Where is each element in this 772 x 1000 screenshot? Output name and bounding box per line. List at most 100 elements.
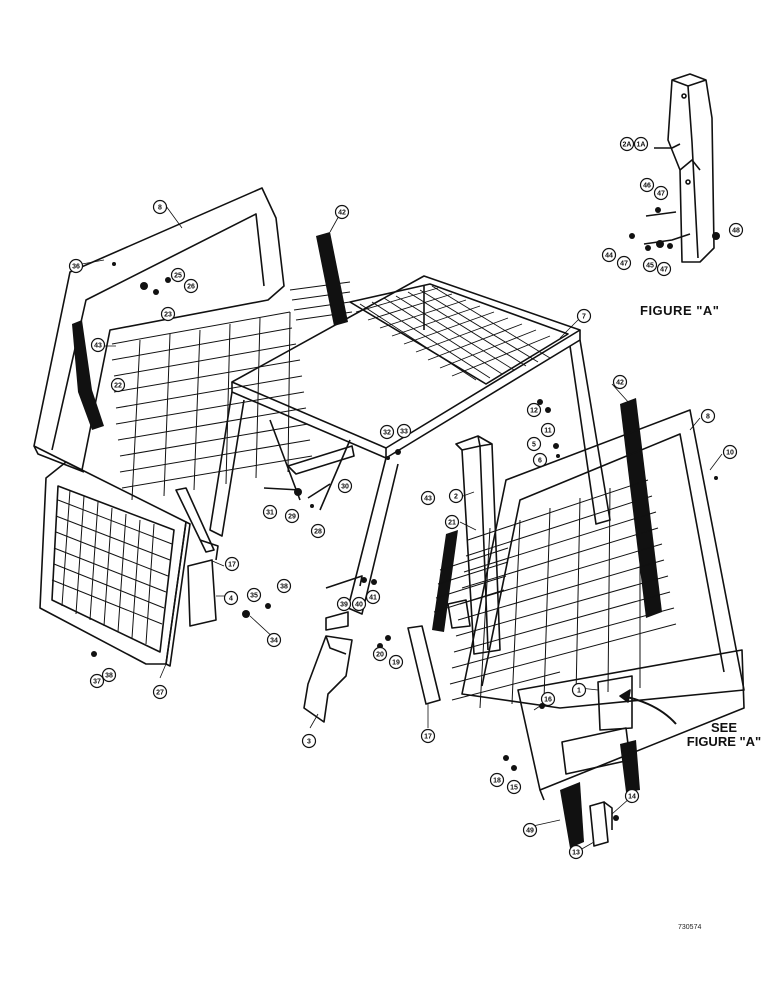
callout-circle <box>624 788 640 804</box>
callout-5: 5 <box>526 436 542 452</box>
callout-circle <box>568 844 584 860</box>
center-bracket <box>263 445 363 631</box>
callout-circle <box>152 199 168 215</box>
callout-circle <box>351 596 367 612</box>
callout-42: 42 <box>612 374 628 390</box>
callout-circle <box>170 267 186 283</box>
callout-number: 45 <box>646 263 654 270</box>
drawing-number: 730574 <box>678 924 701 931</box>
callout-number: 38 <box>105 673 113 680</box>
callout-circle <box>444 514 460 530</box>
callout-48: 48 <box>728 222 744 238</box>
callout-1A: 1A <box>633 136 649 152</box>
callout-circle <box>152 684 168 700</box>
callout-37: 37 <box>89 673 105 689</box>
callout-number: 29 <box>288 514 296 521</box>
lower-strap <box>407 625 441 705</box>
callout-circle <box>372 646 388 662</box>
callout-number: 41 <box>369 595 377 602</box>
callout-2: 2 <box>448 488 464 504</box>
callout-circle <box>571 682 587 698</box>
callout-number: 14 <box>628 794 636 801</box>
callout-8: 8 <box>700 408 716 424</box>
callout-number: 17 <box>228 562 236 569</box>
callout-23: 23 <box>160 306 176 322</box>
callout-number: 37 <box>93 679 101 686</box>
callout-17: 17 <box>420 728 436 744</box>
callout-circle <box>633 136 649 152</box>
callout-12: 12 <box>526 402 542 418</box>
callout-20: 20 <box>372 646 388 662</box>
callout-circle <box>160 306 176 322</box>
callout-number: 46 <box>643 183 651 190</box>
callout-circle <box>639 177 655 193</box>
figure-a-post <box>643 73 715 263</box>
callout-number: 26 <box>187 284 195 291</box>
callout-circle <box>489 772 505 788</box>
callout-circle <box>276 578 292 594</box>
callout-number: 22 <box>114 383 122 390</box>
left-bracket <box>175 487 219 627</box>
callout-circle <box>420 728 436 744</box>
right-lower-plate <box>517 649 745 801</box>
callout-number: 8 <box>158 205 162 212</box>
callout-circle <box>540 691 556 707</box>
callout-number: 49 <box>526 828 534 835</box>
callout-circle <box>101 667 117 683</box>
callout-circle <box>656 261 672 277</box>
callout-circle <box>616 255 632 271</box>
callout-46: 46 <box>639 177 655 193</box>
callout-circle <box>576 308 592 324</box>
callout-39: 39 <box>336 596 352 612</box>
see-note-line1: SEE <box>711 720 737 735</box>
callout-36: 36 <box>68 258 84 274</box>
callout-circle <box>334 204 350 220</box>
callout-47: 47 <box>656 261 672 277</box>
callout-30: 30 <box>337 478 353 494</box>
callout-number: 12 <box>530 408 538 415</box>
callout-number: 27 <box>156 690 164 697</box>
figure-a-hardware <box>629 207 720 251</box>
callout-circle <box>266 632 282 648</box>
callout-circle <box>223 590 239 606</box>
callout-circle <box>388 654 404 670</box>
callout-49: 49 <box>522 822 538 838</box>
callout-31: 31 <box>262 504 278 520</box>
callout-circle <box>448 488 464 504</box>
callout-1: 1 <box>571 682 587 698</box>
callout-circle <box>301 733 317 749</box>
callout-circle <box>722 444 738 460</box>
callout-number: 11 <box>544 428 552 435</box>
callout-41: 41 <box>365 589 381 605</box>
callout-number: 39 <box>340 602 348 609</box>
callout-7: 7 <box>576 308 592 324</box>
callout-number: 38 <box>280 584 288 591</box>
callout-number: 20 <box>376 652 384 659</box>
callout-number: 15 <box>510 785 518 792</box>
callout-number: 32 <box>383 430 391 437</box>
callout-circle <box>653 185 669 201</box>
callout-number: 35 <box>250 593 258 600</box>
callout-43: 43 <box>90 337 106 353</box>
front-grille <box>39 461 191 667</box>
callout-number: 47 <box>657 191 665 198</box>
callout-19: 19 <box>388 654 404 670</box>
callout-circle <box>336 596 352 612</box>
callout-circle <box>540 422 556 438</box>
callout-number: 7 <box>582 314 586 321</box>
callout-43: 43 <box>420 490 436 506</box>
callout-number: 3 <box>307 739 311 746</box>
callout-38: 38 <box>276 578 292 594</box>
callout-8: 8 <box>152 199 168 215</box>
callout-34: 34 <box>266 632 282 648</box>
callout-28: 28 <box>310 523 326 539</box>
see-note-line2: FIGURE "A" <box>687 734 761 749</box>
callout-13: 13 <box>568 844 584 860</box>
callout-number: 42 <box>616 380 624 387</box>
callout-40: 40 <box>351 596 367 612</box>
callout-number: 43 <box>424 496 432 503</box>
callout-circle <box>619 136 635 152</box>
callout-circle <box>90 337 106 353</box>
